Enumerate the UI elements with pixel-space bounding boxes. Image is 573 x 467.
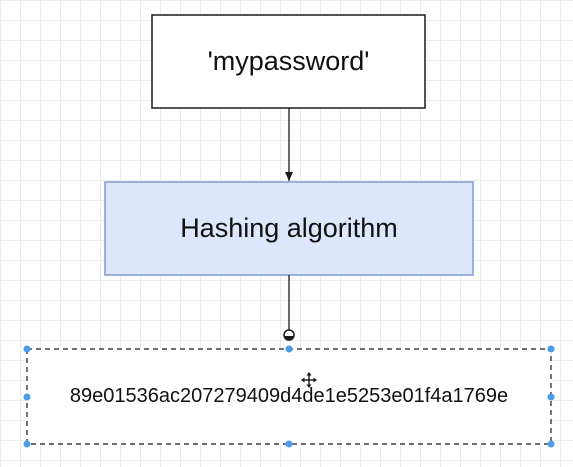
resize-handle-bottom: [285, 440, 293, 448]
selection-handles[interactable]: [23, 345, 555, 448]
password-node[interactable]: [151, 14, 426, 109]
resize-handle-left: [23, 393, 31, 401]
resize-handle-top: [285, 345, 293, 353]
hashing-algorithm-node[interactable]: [104, 181, 474, 276]
resize-handle-bottom-left: [23, 440, 31, 448]
resize-handle-bottom-right: [547, 440, 555, 448]
connection-point-icon[interactable]: [283, 329, 295, 341]
resize-handle-top-left: [23, 345, 31, 353]
move-cursor-icon: [301, 372, 317, 388]
resize-handle-right: [547, 393, 555, 401]
resize-handle-top-right: [547, 345, 555, 353]
hash-output-node[interactable]: [26, 348, 552, 445]
